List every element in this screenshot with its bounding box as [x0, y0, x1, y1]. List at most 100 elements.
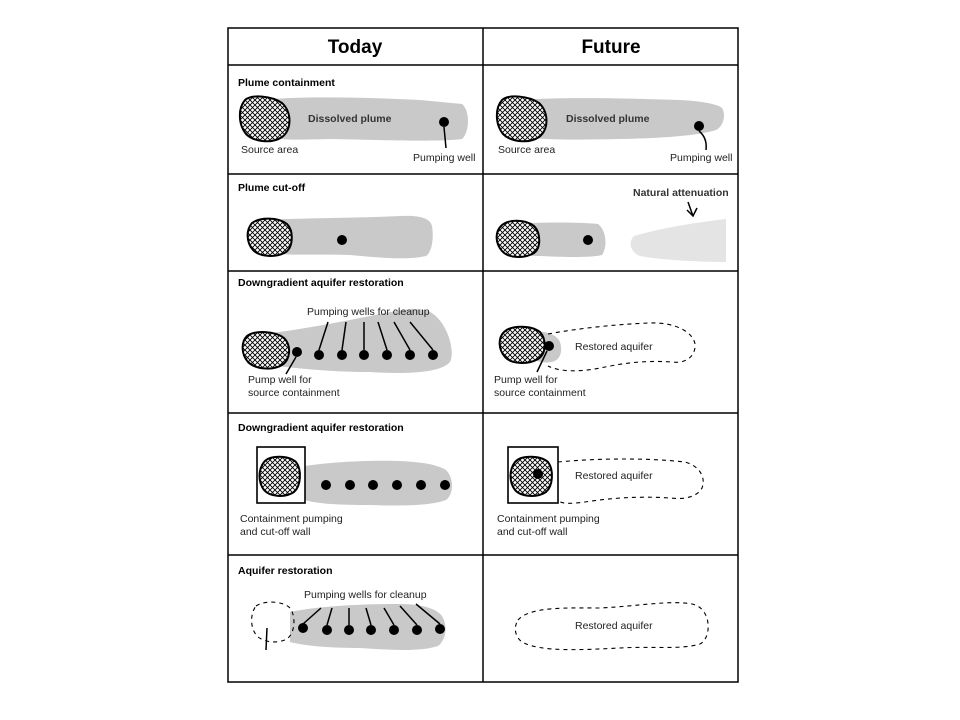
- well-leader: [399, 605, 418, 626]
- future-header: Future: [581, 37, 640, 58]
- restored-aquifer-label: Restored aquifer: [575, 470, 653, 482]
- source-area-icon: [258, 455, 301, 497]
- row-title: Aquifer restoration: [238, 565, 333, 577]
- source-well-label-line-1: Pump well for: [248, 374, 312, 386]
- row-title: Plume cut-off: [238, 182, 306, 194]
- source-area-icon: [246, 217, 293, 257]
- wall-label-line-2: and cut-off wall: [240, 526, 310, 538]
- cleanup-well: [366, 625, 376, 635]
- cleanup-well: [389, 625, 399, 635]
- source-containment-well: [544, 341, 554, 351]
- cleanup-well: [321, 480, 331, 490]
- row-downgradient-restoration-wells: Downgradient aquifer restoration Pumping…: [238, 277, 696, 399]
- remediated-source-outline: [251, 601, 295, 643]
- dissolved-plume: [305, 460, 452, 506]
- today-panel: Pumping wells for cleanup Pump well for …: [241, 306, 452, 399]
- row-title: Downgradient aquifer restoration: [238, 422, 404, 434]
- cleanup-well: [359, 350, 369, 360]
- attenuating-plume: [630, 219, 726, 262]
- pumping-well: [694, 121, 704, 131]
- pumping-well-label: Pumping well: [413, 152, 475, 164]
- cleanup-wells: [314, 321, 438, 360]
- cut-off-wall: [507, 446, 559, 504]
- today-panel: Pumping wells for cleanup: [251, 589, 446, 651]
- today-panel: Dissolved plume Source area Pumping well: [238, 95, 475, 164]
- well-leader: [415, 603, 441, 625]
- source-area-icon: [498, 325, 546, 364]
- pumping-well: [439, 117, 449, 127]
- pumping-well: [583, 235, 593, 245]
- pumping-well: [337, 235, 347, 245]
- attenuation-arrow-head: [686, 207, 698, 218]
- dissolved-plume: [515, 98, 724, 140]
- table-grid: [227, 27, 739, 683]
- cleanup-well: [322, 625, 332, 635]
- wall-label-line-2: and cut-off wall: [497, 526, 567, 538]
- cleanup-well: [345, 480, 355, 490]
- cleanup-well: [314, 350, 324, 360]
- pumping-well-leader: [698, 130, 707, 151]
- dissolved-plume-label: Dissolved plume: [566, 113, 650, 125]
- source-area-label: Source area: [498, 144, 555, 156]
- cleanup-well: [392, 480, 402, 490]
- well-leader: [318, 321, 329, 351]
- well-leader: [393, 321, 411, 351]
- cleanup-well: [337, 350, 347, 360]
- restored-aquifer-outline: [557, 458, 704, 504]
- well-leader: [341, 321, 347, 351]
- source-containment-well: [292, 347, 302, 357]
- today-header: Today: [328, 37, 383, 58]
- well-leader: [365, 607, 372, 626]
- future-panel: Dissolved plume Source area Pumping well: [495, 95, 732, 164]
- cleanup-well: [298, 623, 308, 633]
- source-well-leader: [285, 356, 297, 375]
- source-area-icon: [495, 95, 548, 143]
- row-plume-containment: Plume containment Dissolved plume Source…: [238, 77, 732, 164]
- restored-aquifer-label: Restored aquifer: [575, 341, 653, 353]
- restored-aquifer-outline: [514, 602, 709, 651]
- source-area-icon: [238, 95, 291, 143]
- source-leader: [265, 627, 268, 651]
- source-well-label-line-2: source containment: [494, 387, 586, 399]
- row-downgradient-restoration-wall: Downgradient aquifer restoration Contain…: [238, 422, 704, 538]
- cleanup-well: [416, 480, 426, 490]
- dissolved-plume: [262, 215, 433, 259]
- row-plume-cut-off: Plume cut-off Natural attenuation: [238, 182, 729, 262]
- dissolved-plume-label: Dissolved plume: [308, 113, 392, 125]
- source-area-icon: [509, 455, 553, 497]
- cleanup-well: [440, 480, 450, 490]
- pumping-well-leader: [443, 126, 447, 149]
- today-panel: [246, 215, 433, 259]
- row-aquifer-restoration: Aquifer restoration Pumping wells for cl…: [238, 565, 709, 651]
- source-area-label: Source area: [241, 144, 298, 156]
- future-panel: Restored aquifer: [514, 602, 709, 651]
- cleanup-wells-label: Pumping wells for cleanup: [304, 589, 427, 601]
- cleanup-well: [405, 350, 415, 360]
- pumping-well-label: Pumping well: [670, 152, 732, 164]
- cleanup-well: [344, 625, 354, 635]
- future-panel: Natural attenuation: [495, 187, 729, 262]
- future-panel: Restored aquifer Pump well for source co…: [494, 322, 696, 399]
- cut-off-wall: [256, 446, 306, 504]
- restored-aquifer-label: Restored aquifer: [575, 620, 653, 632]
- well-leader: [383, 607, 395, 626]
- future-panel: Restored aquifer Containment pumping and…: [497, 446, 704, 538]
- cleanup-well: [435, 624, 445, 634]
- cleanup-well: [428, 350, 438, 360]
- cleanup-wells: [321, 480, 450, 490]
- row-title: Downgradient aquifer restoration: [238, 277, 404, 289]
- source-well-leader: [536, 350, 548, 373]
- well-leader: [409, 321, 434, 351]
- dissolved-plume: [262, 309, 452, 373]
- source-area-icon: [495, 219, 541, 258]
- today-panel: Containment pumping and cut-off wall: [240, 446, 452, 538]
- well-leader: [377, 321, 388, 351]
- well-leader: [326, 607, 333, 626]
- containment-well: [533, 469, 543, 479]
- dissolved-plume: [260, 97, 468, 141]
- row-title: Plume containment: [238, 77, 335, 89]
- source-well-label-line-1: Pump well for: [494, 374, 558, 386]
- cleanup-well: [382, 350, 392, 360]
- cleanup-wells-label: Pumping wells for cleanup: [307, 306, 430, 318]
